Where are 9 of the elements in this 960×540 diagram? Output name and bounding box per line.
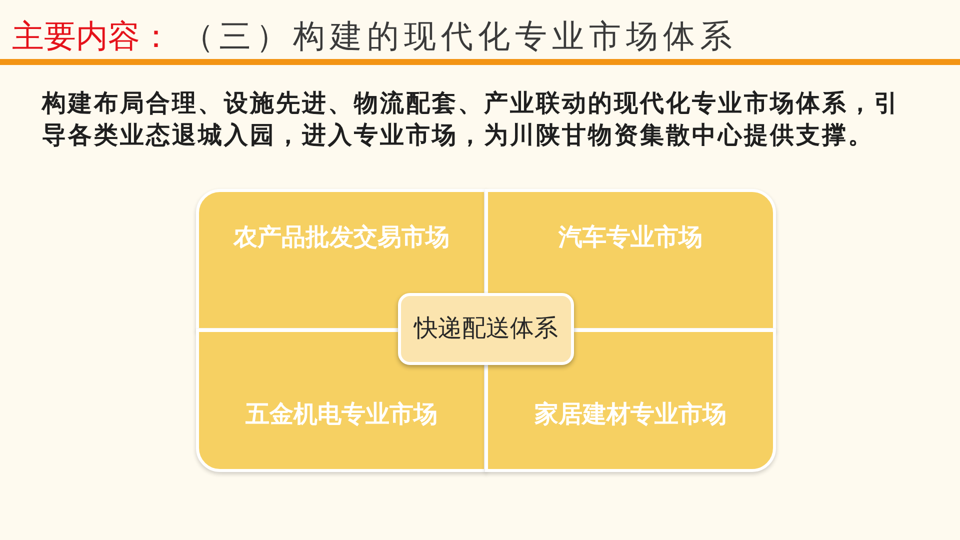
quadrant-label: 家居建材专业市场 xyxy=(534,401,726,429)
quadrant-label: 汽车专业市场 xyxy=(558,224,702,252)
intro-paragraph: 构建布局合理、设施先进、物流配套、产业联动的现代化专业市场体系，引导各类业态退城入园，进入专业市场，为川陕甘物资集散中心提供支撑。 xyxy=(42,89,901,151)
quadrant-label: 五金机电专业市场 xyxy=(246,401,438,429)
slide-title: （三）构建的现代化专业市场体系 xyxy=(182,17,737,56)
center-box xyxy=(398,293,574,365)
title-prefix: 主要内容： xyxy=(12,17,172,56)
center-label: 快递配送体系 xyxy=(414,315,558,343)
quadrant-label: 农产品批发交易市场 xyxy=(234,224,450,252)
